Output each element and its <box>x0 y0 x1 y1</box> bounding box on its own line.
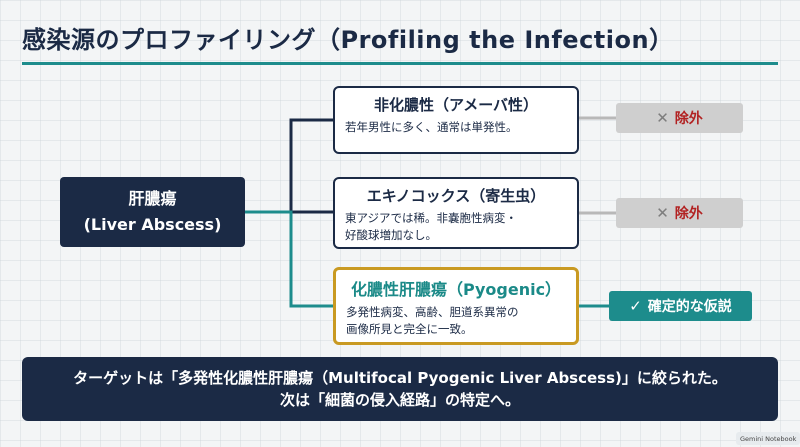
branch-description: 多発性病変、高齢、胆道系異常の 画像所見と完全に一致。 <box>346 305 519 336</box>
checkmark-icon: ✓ <box>629 297 642 315</box>
excluded-badge-echinococcus: ✕ 除外 <box>616 198 743 228</box>
branch-description: 若年男性に多く、通常は単発性。 <box>345 120 518 134</box>
root-node-label-ja: 肝膿瘍 <box>128 189 177 208</box>
branch-card-echinococcus: エキノコックス（寄生虫） 東アジアでは稀。非嚢胞性病変・ 好酸球増加なし。 <box>333 177 579 249</box>
gemini-notebook-watermark: Gemini Notebook <box>736 432 800 445</box>
conclusion-banner: ターゲットは「多発性化膿性肝膿瘍（Multifocal Pyogenic Liv… <box>22 357 778 421</box>
title-underline <box>22 62 778 65</box>
branch-title: 非化膿性（アメーバ性） <box>373 96 539 114</box>
root-node-label-en: (Liver Abscess) <box>83 215 222 234</box>
branch-card-pyogenic: 化膿性肝膿瘍（Pyogenic） 多発性病変、高齢、胆道系異常の 画像所見と完全… <box>333 267 579 345</box>
excluded-label: 除外 <box>674 111 703 127</box>
connector-root-to-branch-3 <box>245 210 333 308</box>
conclusion-line-1: ターゲットは「多発性化膿性肝膿瘍（Multifocal Pyogenic Liv… <box>73 369 727 387</box>
page-title: 感染源のプロファイリング（Profiling the Infection） <box>22 26 674 54</box>
branch-description: 東アジアでは稀。非嚢胞性病変・ 好酸球増加なし。 <box>345 211 518 242</box>
branch-title: エキノコックス（寄生虫） <box>366 187 546 205</box>
root-node-liver-abscess: 肝膿瘍 (Liver Abscess) <box>60 177 245 247</box>
connector-root-to-branch-1 <box>245 118 333 214</box>
hypothesis-badge-pyogenic: ✓ 確定的な仮説 <box>609 291 752 321</box>
excluded-label: 除外 <box>674 206 703 222</box>
close-icon: ✕ <box>656 204 669 222</box>
hypothesis-label: 確定的な仮説 <box>647 299 732 315</box>
branch-card-amoebic: 非化膿性（アメーバ性） 若年男性に多く、通常は単発性。 <box>333 86 579 154</box>
excluded-badge-amoebic: ✕ 除外 <box>616 103 743 133</box>
branch-title: 化膿性肝膿瘍（Pyogenic） <box>350 280 562 299</box>
conclusion-line-2: 次は「細菌の侵入経路」の特定へ。 <box>279 391 520 409</box>
close-icon: ✕ <box>656 109 669 127</box>
